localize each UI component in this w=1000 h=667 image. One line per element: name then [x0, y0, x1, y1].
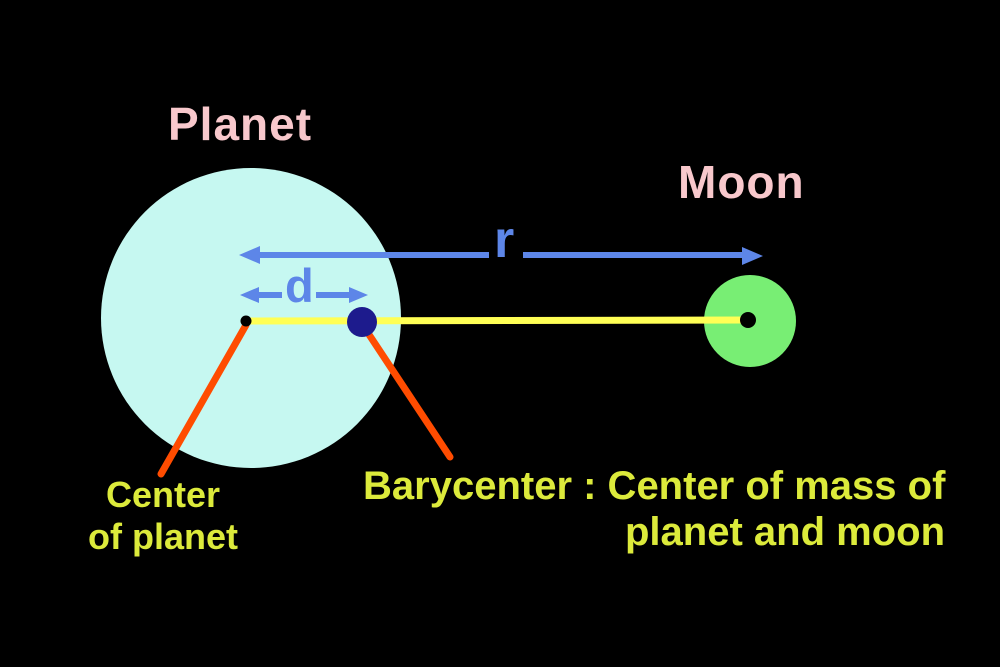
planet-center-pointer-line	[157, 321, 250, 478]
r-symbol-label: r	[494, 211, 515, 269]
barycenter-caption-line1: Barycenter : Center of mass of	[363, 464, 946, 508]
barycenter-caption-line2: planet and moon	[625, 510, 945, 554]
r-arrowhead-right	[742, 247, 763, 265]
moon-center-dot	[740, 312, 756, 328]
planet-center-dot	[240, 315, 252, 327]
planet-title: Planet	[168, 98, 313, 150]
d-arrowhead-left	[240, 287, 259, 303]
barycenter-dot	[347, 307, 377, 337]
d-distance-arrow	[240, 287, 368, 303]
barycenter-pointer-line	[362, 326, 454, 461]
center-of-planet-caption: Center of planet	[58, 474, 268, 559]
r-arrowhead-left	[239, 246, 260, 264]
moon-title: Moon	[678, 156, 805, 208]
d-symbol-label: d	[285, 259, 314, 312]
d-arrowhead-right	[349, 287, 368, 303]
center-of-planet-caption-line1: Center	[105, 474, 221, 515]
center-connector-line	[245, 316, 749, 325]
r-distance-arrow	[239, 246, 763, 265]
center-of-planet-caption-line2: of planet	[88, 516, 238, 558]
